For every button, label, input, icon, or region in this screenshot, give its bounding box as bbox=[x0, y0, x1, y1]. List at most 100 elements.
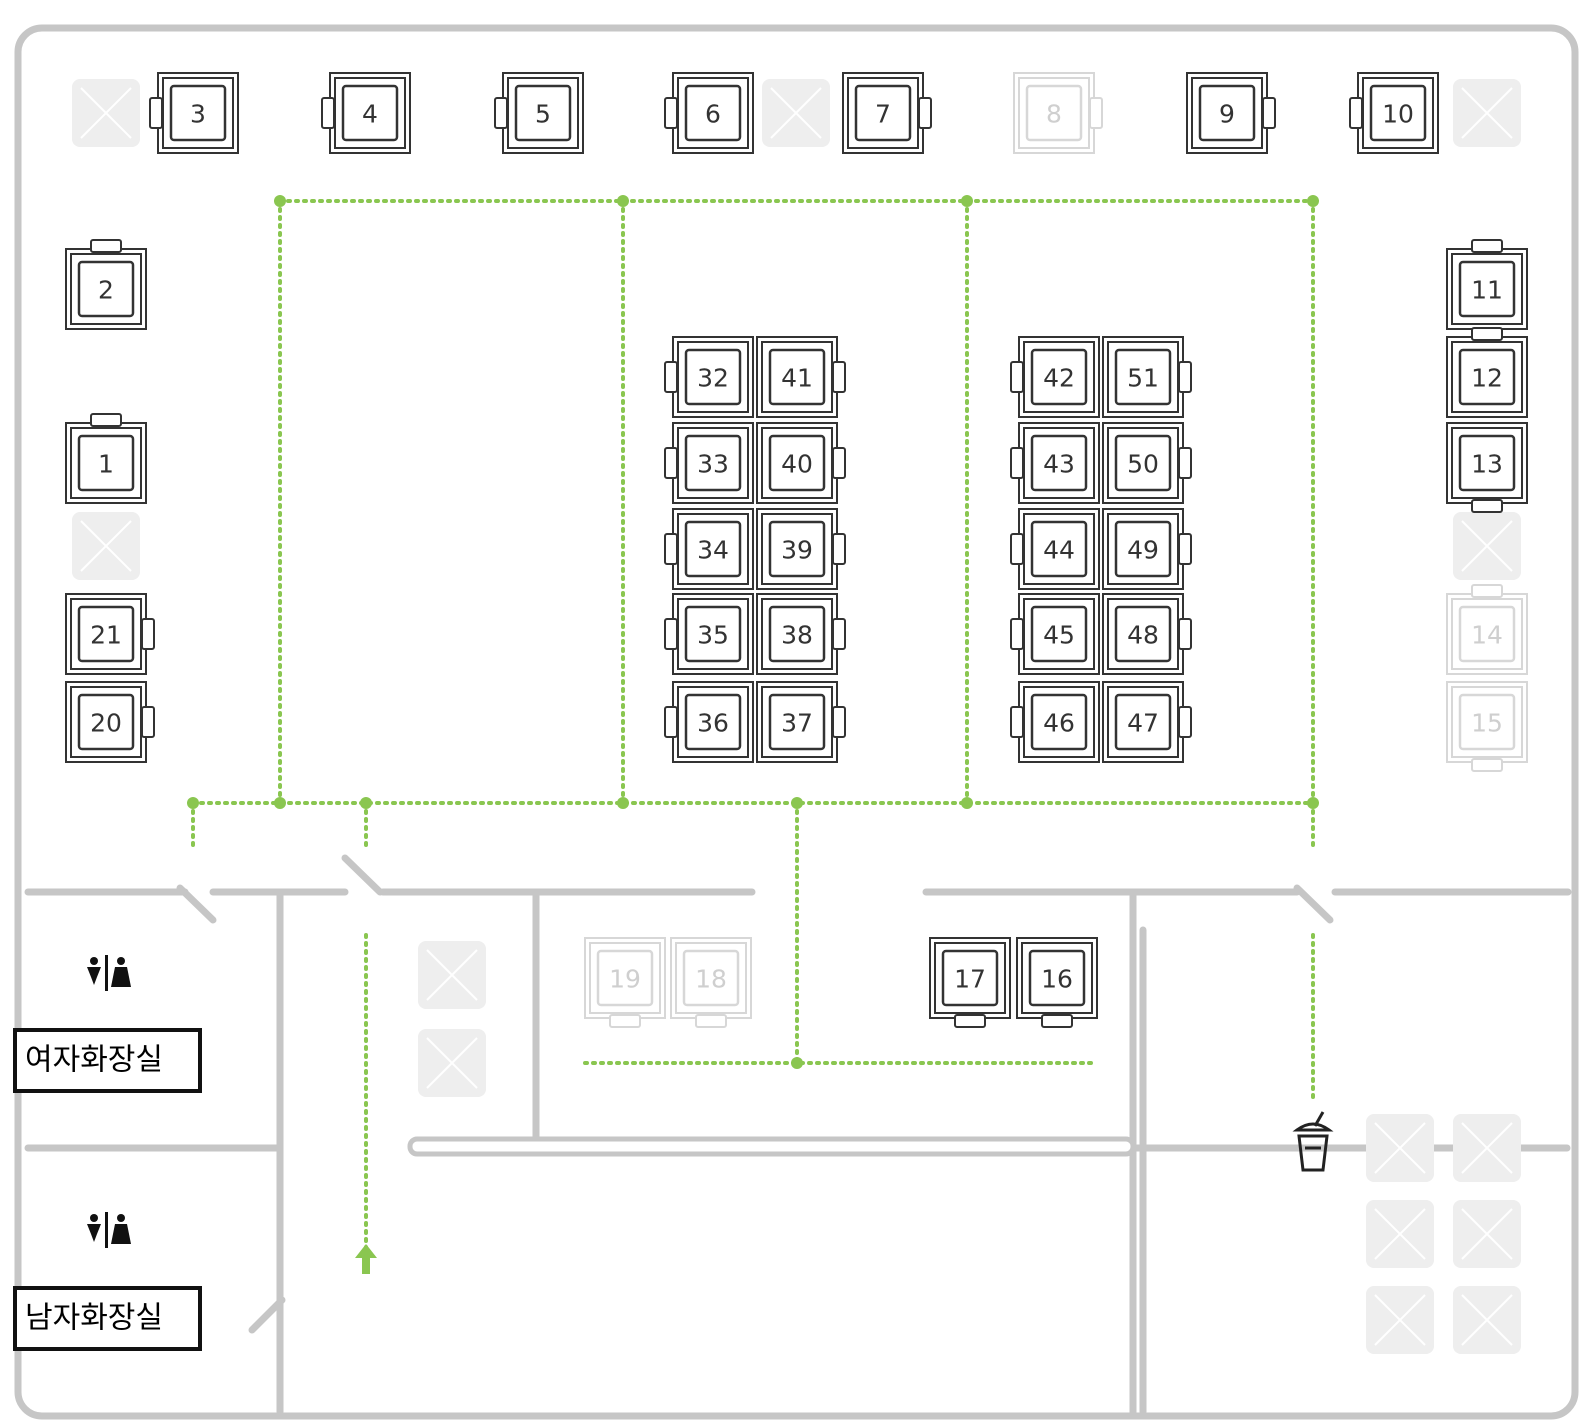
seat-36[interactable]: 36 bbox=[664, 681, 754, 763]
seat-number: 42 bbox=[1043, 364, 1075, 393]
seat-number: 3 bbox=[190, 100, 206, 129]
seat-44[interactable]: 44 bbox=[1010, 508, 1100, 590]
blocked-seat-icon bbox=[418, 941, 486, 1009]
seat-38[interactable]: 38 bbox=[756, 593, 846, 675]
seat-6[interactable]: 6 bbox=[664, 72, 754, 154]
seat-number: 47 bbox=[1127, 709, 1159, 738]
seat-number: 20 bbox=[90, 709, 122, 738]
seat-number: 51 bbox=[1127, 364, 1159, 393]
seat-number: 13 bbox=[1471, 450, 1503, 479]
seat-4[interactable]: 4 bbox=[321, 72, 411, 154]
seat-48[interactable]: 48 bbox=[1102, 593, 1192, 675]
seat-number: 1 bbox=[98, 450, 114, 479]
seat-number: 35 bbox=[697, 621, 729, 650]
seat-17[interactable]: 17 bbox=[929, 937, 1011, 1028]
men-restroom-text: 남자화장실 bbox=[25, 1301, 163, 1336]
seat-number: 49 bbox=[1127, 536, 1159, 565]
seat-15: 15 bbox=[1446, 681, 1528, 772]
seat-number: 50 bbox=[1127, 450, 1159, 479]
seat-3[interactable]: 3 bbox=[149, 72, 239, 154]
seat-20[interactable]: 20 bbox=[65, 681, 155, 763]
seat-number: 48 bbox=[1127, 621, 1159, 650]
walls bbox=[14, 24, 1579, 1420]
women-restroom-text: 여자화장실 bbox=[25, 1043, 163, 1078]
seat-32[interactable]: 32 bbox=[664, 336, 754, 418]
seat-number: 17 bbox=[954, 965, 986, 994]
seat-number: 33 bbox=[697, 450, 729, 479]
seat-number: 41 bbox=[781, 364, 813, 393]
seat-number: 45 bbox=[1043, 621, 1075, 650]
walking-paths bbox=[187, 195, 1319, 1250]
blocked-seat-icon bbox=[1453, 1200, 1521, 1268]
seat-number: 46 bbox=[1043, 709, 1075, 738]
seat-number: 6 bbox=[705, 100, 721, 129]
blocked-seat-icon bbox=[1366, 1200, 1434, 1268]
seat-number: 34 bbox=[697, 536, 729, 565]
seat-33[interactable]: 33 bbox=[664, 422, 754, 504]
seat-number: 36 bbox=[697, 709, 729, 738]
seat-7[interactable]: 7 bbox=[842, 72, 932, 154]
seat-number: 14 bbox=[1471, 621, 1503, 650]
seat-49[interactable]: 49 bbox=[1102, 508, 1192, 590]
seat-16[interactable]: 16 bbox=[1016, 937, 1098, 1028]
seat-41[interactable]: 41 bbox=[756, 336, 846, 418]
seat-number: 19 bbox=[609, 965, 641, 994]
seat-39[interactable]: 39 bbox=[756, 508, 846, 590]
seat-number: 15 bbox=[1471, 709, 1503, 738]
seat-46[interactable]: 46 bbox=[1010, 681, 1100, 763]
seat-42[interactable]: 42 bbox=[1010, 336, 1100, 418]
seat-number: 38 bbox=[781, 621, 813, 650]
seat-12[interactable]: 12 bbox=[1446, 327, 1528, 418]
blocked-seat-icon bbox=[1453, 1286, 1521, 1354]
seat-number: 11 bbox=[1471, 276, 1503, 305]
seat-10[interactable]: 10 bbox=[1349, 72, 1439, 154]
women-restroom-label[interactable]: 여자화장실 bbox=[13, 1028, 202, 1093]
men-restroom-icon bbox=[87, 1212, 131, 1248]
blocked-seat-icon bbox=[1453, 1114, 1521, 1182]
seat-number: 16 bbox=[1041, 965, 1073, 994]
seat-number: 44 bbox=[1043, 536, 1075, 565]
seat-number: 5 bbox=[535, 100, 551, 129]
seat-2[interactable]: 2 bbox=[65, 239, 147, 330]
seat-21[interactable]: 21 bbox=[65, 593, 155, 675]
blocked-seat-icon bbox=[418, 1029, 486, 1097]
women-restroom-icon bbox=[87, 955, 131, 991]
seat-number: 4 bbox=[362, 100, 378, 129]
seat-number: 8 bbox=[1046, 100, 1062, 129]
seat-34[interactable]: 34 bbox=[664, 508, 754, 590]
seat-40[interactable]: 40 bbox=[756, 422, 846, 504]
seat-50[interactable]: 50 bbox=[1102, 422, 1192, 504]
seat-37[interactable]: 37 bbox=[756, 681, 846, 763]
seat-number: 10 bbox=[1382, 100, 1414, 129]
seat-number: 21 bbox=[90, 621, 122, 650]
seat-19: 19 bbox=[584, 937, 666, 1028]
blocked-seat-icon bbox=[762, 79, 830, 147]
seat-number: 32 bbox=[697, 364, 729, 393]
seat-14: 14 bbox=[1446, 584, 1528, 675]
drink-cup-icon bbox=[1292, 1111, 1334, 1172]
seat-45[interactable]: 45 bbox=[1010, 593, 1100, 675]
seat-number: 12 bbox=[1471, 364, 1503, 393]
entrance-arrow-icon bbox=[355, 1244, 377, 1274]
seat-51[interactable]: 51 bbox=[1102, 336, 1192, 418]
blocked-seat-icon bbox=[1453, 79, 1521, 147]
seat-number: 9 bbox=[1219, 100, 1235, 129]
seat-number: 40 bbox=[781, 450, 813, 479]
seat-number: 7 bbox=[875, 100, 891, 129]
seat-47[interactable]: 47 bbox=[1102, 681, 1192, 763]
seat-13[interactable]: 13 bbox=[1446, 422, 1528, 513]
seat-35[interactable]: 35 bbox=[664, 593, 754, 675]
seat-43[interactable]: 43 bbox=[1010, 422, 1100, 504]
seat-11[interactable]: 11 bbox=[1446, 239, 1528, 330]
blocked-seats bbox=[72, 79, 1521, 1354]
seat-5[interactable]: 5 bbox=[494, 72, 584, 154]
seat-number: 43 bbox=[1043, 450, 1075, 479]
blocked-seat-icon bbox=[1366, 1286, 1434, 1354]
seat-9[interactable]: 9 bbox=[1186, 72, 1276, 154]
seat-1[interactable]: 1 bbox=[65, 413, 147, 504]
seat-number: 37 bbox=[781, 709, 813, 738]
seat-8: 8 bbox=[1013, 72, 1103, 154]
men-restroom-label[interactable]: 남자화장실 bbox=[13, 1286, 202, 1351]
